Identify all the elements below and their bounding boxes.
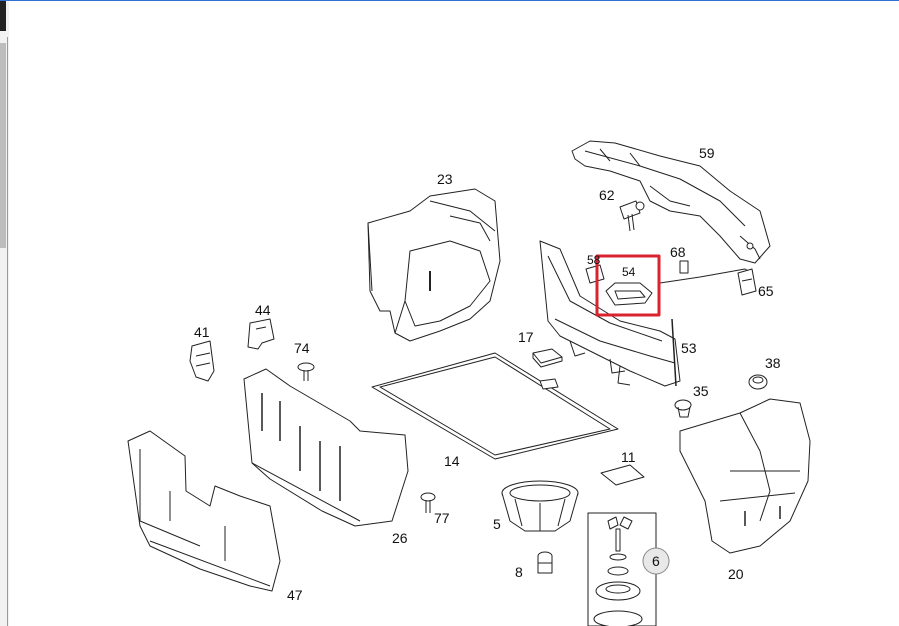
- part-54-drawing[interactable]: [605, 282, 653, 306]
- part-6-kit-drawing[interactable]: [587, 512, 657, 626]
- part-68-drawing[interactable]: [659, 260, 753, 284]
- part-5-drawing[interactable]: [501, 480, 579, 532]
- part-26-drawing[interactable]: [243, 368, 409, 527]
- part-6-badge[interactable]: [642, 547, 670, 575]
- part-11-drawing[interactable]: [600, 464, 645, 486]
- part-number-label[interactable]: 11: [621, 449, 636, 465]
- scrollbar[interactable]: [0, 1, 9, 626]
- part-number-label[interactable]: 35: [693, 383, 709, 399]
- part-58-drawing[interactable]: [585, 264, 605, 284]
- part-8-drawing[interactable]: [537, 551, 553, 574]
- scrollbar-cap: [0, 1, 6, 31]
- part-number-label[interactable]: 26: [392, 530, 408, 546]
- part-number-label[interactable]: 17: [518, 329, 534, 345]
- part-number-label[interactable]: 20: [728, 566, 744, 582]
- scrollbar-edge: [7, 37, 8, 626]
- part-number-label[interactable]: 38: [765, 355, 781, 371]
- part-number-label[interactable]: 23: [437, 171, 453, 187]
- part-number-label[interactable]: 8: [515, 564, 523, 580]
- scrollbar-thumb[interactable]: [0, 43, 6, 248]
- part-77-drawing[interactable]: [420, 492, 436, 513]
- part-59-drawing[interactable]: [571, 140, 771, 264]
- part-number-label[interactable]: 59: [699, 145, 715, 161]
- part-number-label[interactable]: 62: [599, 187, 615, 203]
- part-62-drawing[interactable]: [619, 200, 645, 232]
- part-14-drawing[interactable]: [371, 352, 619, 460]
- part-number-label[interactable]: 41: [194, 324, 210, 340]
- part-23-drawing[interactable]: [367, 188, 501, 342]
- part-17-drawing[interactable]: [532, 348, 563, 368]
- part-35-drawing[interactable]: [674, 399, 692, 418]
- part-number-label[interactable]: 68: [670, 244, 686, 260]
- part-41-drawing[interactable]: [189, 340, 215, 382]
- part-number-label[interactable]: 65: [758, 283, 774, 299]
- part-65-drawing[interactable]: [737, 268, 757, 296]
- part-number-label[interactable]: 77: [434, 510, 450, 526]
- part-74-drawing[interactable]: [297, 362, 315, 381]
- part-38-drawing[interactable]: [748, 374, 768, 390]
- part-number-label[interactable]: 44: [255, 302, 271, 318]
- part-53-drawing[interactable]: [539, 240, 681, 387]
- part-number-label[interactable]: 74: [294, 340, 310, 356]
- part-number-label[interactable]: 54: [622, 265, 636, 279]
- part-number-label[interactable]: 58: [587, 253, 601, 267]
- part-number-label[interactable]: 5: [493, 516, 501, 532]
- part-number-label[interactable]: 47: [287, 587, 303, 603]
- part-number-label[interactable]: 53: [681, 340, 697, 356]
- part-20-drawing[interactable]: [679, 398, 811, 554]
- part-number-label[interactable]: 14: [444, 453, 460, 469]
- part-47-drawing[interactable]: [127, 430, 281, 592]
- part-number-label[interactable]: 6: [652, 553, 660, 569]
- part-44-drawing[interactable]: [247, 318, 275, 350]
- highlight-box: [595, 254, 661, 317]
